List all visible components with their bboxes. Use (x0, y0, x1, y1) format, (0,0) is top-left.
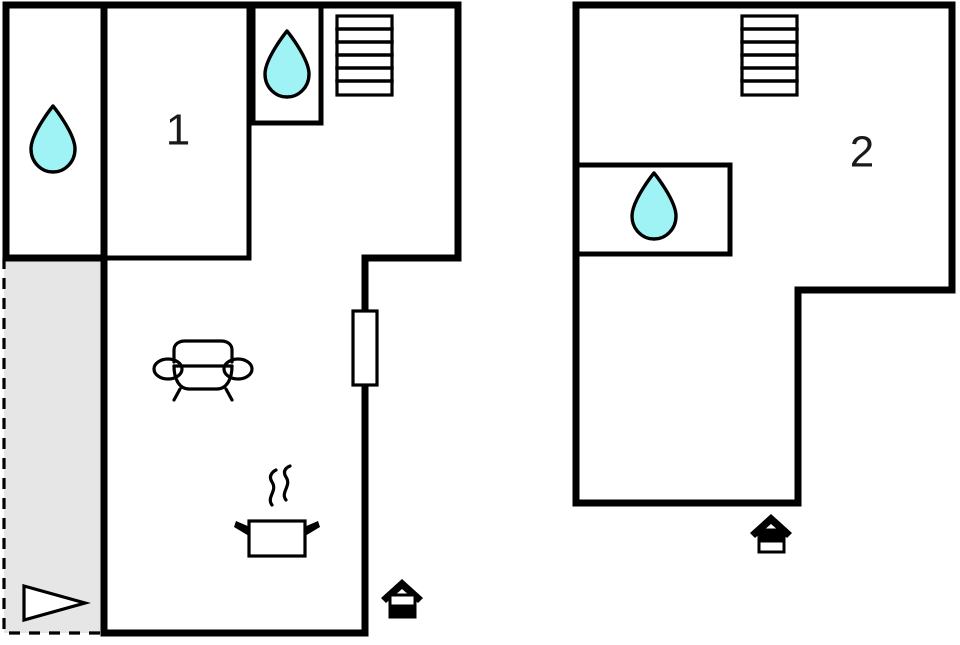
pot-body (247, 519, 307, 558)
water-drop-icon (263, 29, 311, 99)
water-drop-shape (630, 171, 678, 241)
terrace-fill (4, 258, 104, 633)
floor-number-1: 1 (166, 106, 190, 155)
building-2-outer-wall (572, 1, 956, 507)
building-1-left-wing-wall (2, 1, 108, 262)
building-1: 1 (2, 1, 462, 637)
direction-arrow-shape (22, 583, 91, 623)
sofa-icon (152, 339, 254, 402)
water-drop-shape (263, 29, 311, 99)
entrance-house-icon (750, 514, 792, 554)
water-drop-shape (29, 104, 77, 174)
floor-number-2: 2 (850, 128, 874, 177)
entrance-house-icon (381, 579, 423, 619)
sofa-leg-right (224, 387, 234, 402)
sofa-arm-left (152, 357, 184, 381)
sofa-arm-right (222, 357, 254, 381)
water-drop-icon (29, 104, 77, 174)
entrance-upper-panel (757, 528, 786, 543)
bedroom-1-partition (101, 2, 252, 261)
pot-steam-right (282, 464, 292, 502)
entrance-upper-panel (388, 593, 417, 608)
direction-arrow-icon (22, 583, 91, 623)
sofa-backrest (172, 339, 234, 364)
stairs-icon (740, 14, 799, 97)
building-2: 2 (572, 1, 956, 554)
cooking-pot-icon (234, 464, 320, 558)
sofa-leg-left (172, 387, 182, 402)
pot-handle-left (234, 521, 250, 536)
door-opening-rect (351, 309, 379, 387)
pot-steam-left (268, 468, 278, 507)
bathroom-upper-partition (250, 2, 324, 126)
door-opening (351, 309, 379, 387)
bathroom-2-partition (573, 162, 733, 257)
entrance-lower-panel (388, 604, 417, 619)
terrace-area (2, 258, 104, 635)
water-drop-icon (630, 171, 678, 241)
building-1-outer-wall (6, 1, 462, 637)
terrace-dashed-border (2, 258, 104, 635)
entrance-lower-panel (757, 539, 786, 554)
stairs-icon (335, 14, 394, 97)
pot-handle-right (304, 521, 320, 536)
